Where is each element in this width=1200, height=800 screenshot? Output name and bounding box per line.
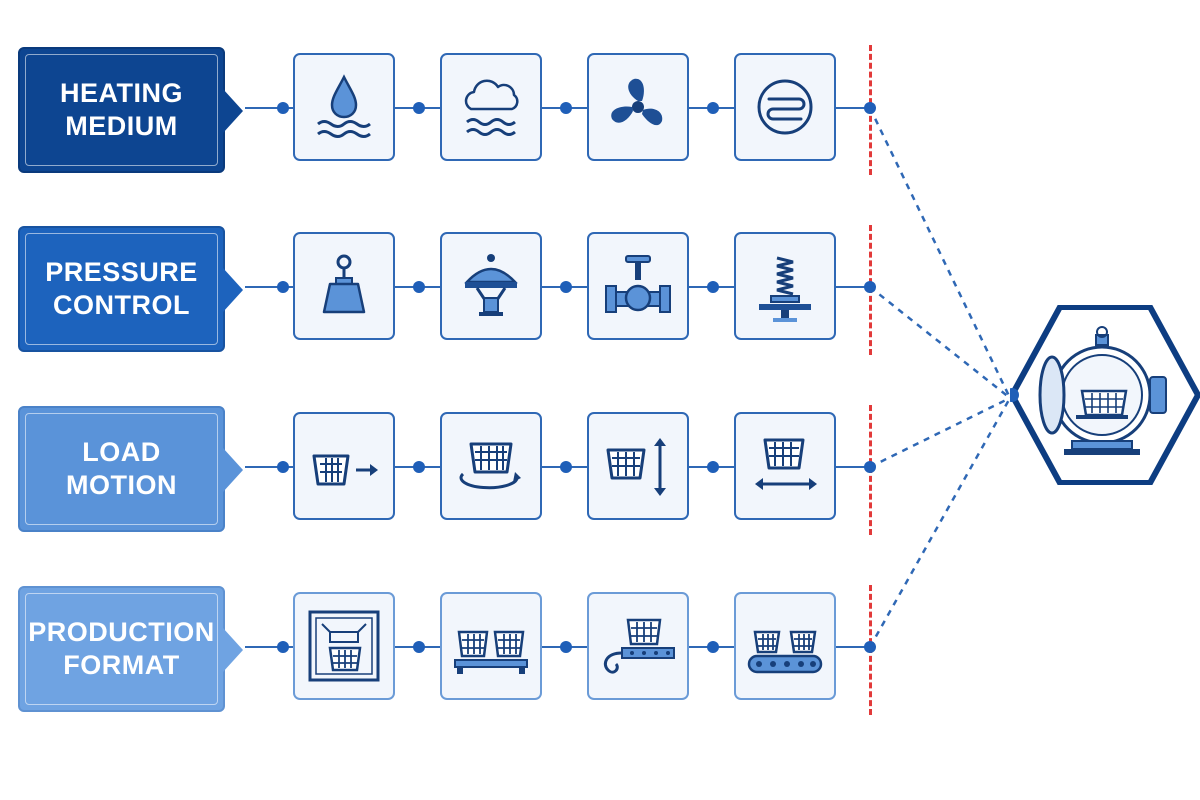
category-pointer bbox=[223, 628, 243, 672]
category-inner-border bbox=[25, 233, 218, 345]
category-pointer bbox=[223, 448, 243, 492]
basket-vertical-icon bbox=[606, 438, 666, 496]
autoclave-retort-icon bbox=[1010, 305, 1200, 485]
connector-dot bbox=[413, 281, 425, 293]
tile-basket-right bbox=[293, 412, 395, 520]
connector-dot bbox=[277, 461, 289, 473]
connector-dot bbox=[560, 461, 572, 473]
category-label-line-1: PRESSURE bbox=[45, 257, 198, 287]
category-label-line-2: FORMAT bbox=[63, 650, 180, 680]
category-heating-medium: HEATING MEDIUM bbox=[18, 47, 243, 173]
steam-cloud-icon bbox=[464, 79, 519, 136]
basket-conveyor-belt-icon bbox=[747, 630, 823, 674]
weight-valve-icon bbox=[322, 254, 366, 314]
tile-steam bbox=[440, 53, 542, 161]
gate-valve-icon bbox=[605, 255, 671, 313]
basket-horizontal-icon bbox=[755, 438, 817, 490]
tile-water bbox=[293, 53, 395, 161]
basket-conveyor-curve-icon bbox=[603, 618, 675, 674]
tile-spring-valve bbox=[734, 232, 836, 340]
heating-coil-icon bbox=[757, 79, 813, 135]
framed-basket-icon bbox=[308, 610, 380, 682]
tile-basket-rotate bbox=[440, 412, 542, 520]
connector-dot bbox=[707, 461, 719, 473]
category-label: PRODUCTION FORMAT bbox=[28, 616, 215, 682]
safety-valve-icon bbox=[464, 254, 518, 316]
category-label: PRESSURE CONTROL bbox=[45, 256, 198, 322]
category-label-line-1: HEATING bbox=[60, 78, 183, 108]
connector-dot bbox=[707, 102, 719, 114]
category-inner-border bbox=[25, 413, 218, 525]
row-1-line bbox=[245, 107, 870, 109]
connector-dot bbox=[413, 641, 425, 653]
connector-dot bbox=[413, 461, 425, 473]
tile-gate-valve bbox=[587, 232, 689, 340]
category-label: LOAD MOTION bbox=[66, 436, 177, 502]
connector-dot bbox=[864, 281, 876, 293]
category-pointer bbox=[223, 89, 243, 133]
spring-valve-icon bbox=[759, 256, 811, 322]
row-3-line bbox=[245, 466, 870, 468]
twin-basket-icon bbox=[454, 630, 528, 674]
category-label-line-1: PRODUCTION bbox=[28, 617, 215, 647]
category-label-line-2: MEDIUM bbox=[65, 111, 178, 141]
row-4-line bbox=[245, 646, 870, 648]
connector-dot bbox=[864, 461, 876, 473]
tile-basket-conveyor-belt bbox=[734, 592, 836, 700]
category-pointer bbox=[223, 268, 243, 312]
connector-dot bbox=[864, 102, 876, 114]
tile-safety-valve bbox=[440, 232, 542, 340]
basket-arrow-right-icon bbox=[312, 454, 378, 486]
tile-basket-vertical bbox=[587, 412, 689, 520]
category-label-line-2: MOTION bbox=[66, 470, 177, 500]
hub-connector-row-4 bbox=[868, 397, 1012, 648]
water-drop-icon bbox=[317, 74, 371, 138]
hub-connector-row-3 bbox=[869, 396, 1011, 469]
category-production-format: PRODUCTION FORMAT bbox=[18, 586, 243, 712]
hub-connector-row-1 bbox=[868, 107, 1012, 399]
connector-dot bbox=[413, 102, 425, 114]
hub-connector-row-2 bbox=[869, 286, 1011, 399]
tile-basket-horizontal bbox=[734, 412, 836, 520]
connector-dot bbox=[560, 641, 572, 653]
category-inner-border bbox=[25, 54, 218, 166]
connector-dot bbox=[560, 102, 572, 114]
tile-twin-basket bbox=[440, 592, 542, 700]
category-label-line-2: CONTROL bbox=[53, 290, 190, 320]
connector-dot bbox=[707, 281, 719, 293]
connector-dot bbox=[277, 102, 289, 114]
tile-basket-conveyor-curve bbox=[587, 592, 689, 700]
row-2-line bbox=[245, 286, 870, 288]
tile-weight-valve bbox=[293, 232, 395, 340]
connector-dot bbox=[560, 281, 572, 293]
category-load-motion: LOAD MOTION bbox=[18, 406, 243, 532]
category-pressure-control: PRESSURE CONTROL bbox=[18, 226, 243, 352]
basket-rotate-icon bbox=[459, 442, 521, 490]
connector-dot bbox=[864, 641, 876, 653]
connector-dot bbox=[277, 641, 289, 653]
tile-framed-basket bbox=[293, 592, 395, 700]
fan-icon bbox=[611, 78, 663, 126]
category-label-line-1: LOAD bbox=[82, 437, 161, 467]
tile-coil bbox=[734, 53, 836, 161]
tile-fan bbox=[587, 53, 689, 161]
category-label: HEATING MEDIUM bbox=[60, 77, 183, 143]
connector-dot bbox=[707, 641, 719, 653]
connector-dot bbox=[277, 281, 289, 293]
category-inner-border bbox=[25, 593, 218, 705]
